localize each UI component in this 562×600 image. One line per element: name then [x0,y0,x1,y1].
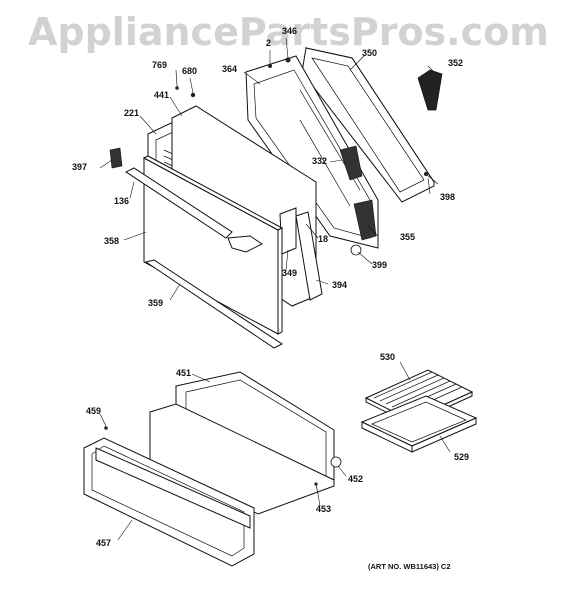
screw-459 [104,426,108,430]
drawer-front-457 [83,437,255,567]
callout-399: 399 [372,260,388,270]
art-number: (ART NO. WB11643) C2 [368,562,451,571]
callout-358: 358 [104,236,120,246]
bottom-trim-359 [144,259,284,349]
screw-398 [424,172,439,185]
callout-18: 18 [318,234,329,244]
door-inner-liner-364 [245,55,379,249]
callout-769: 769 [152,60,168,70]
callout-221: 221 [124,108,140,118]
callout-394: 394 [332,280,348,290]
leader-lines [99,37,451,541]
callout-364: 364 [222,64,238,74]
callout-350: 350 [362,48,378,58]
clip-397 [109,147,123,169]
callout-452: 452 [348,474,364,484]
callout-453: 453 [316,504,332,514]
foot-452 [330,456,342,468]
callout-397: 397 [72,162,88,172]
screws-346-2 [268,57,291,68]
hinge-355 [353,199,377,241]
side-strip-394 [295,211,323,301]
door-handle-136 [125,167,263,253]
callout-136: 136 [114,196,130,206]
callout-332: 332 [312,156,328,166]
part-352 [417,69,443,111]
callout-355: 355 [400,232,416,242]
callout-459: 459 [86,406,102,416]
callout-346: 346 [282,26,298,36]
callout-451: 451 [176,368,192,378]
callout-441: 441 [154,90,170,100]
screws-769-680 [175,86,196,98]
callout-359: 359 [148,298,164,308]
callout-398: 398 [440,192,456,202]
callout-2: 2 [266,38,272,48]
callout-529: 529 [454,452,470,462]
callout-457: 457 [96,538,112,548]
door-glass-350 [301,47,435,203]
drawer-box-451 [149,371,335,515]
broiler-pan-529 [360,395,478,453]
callout-530: 530 [380,352,396,362]
screw-453 [314,482,319,495]
callout-352: 352 [448,58,464,68]
callout-349: 349 [282,268,298,278]
hinge-332 [339,145,363,181]
callout-680: 680 [182,66,198,76]
watermark-text: AppliancePartsPros.com [28,10,549,54]
